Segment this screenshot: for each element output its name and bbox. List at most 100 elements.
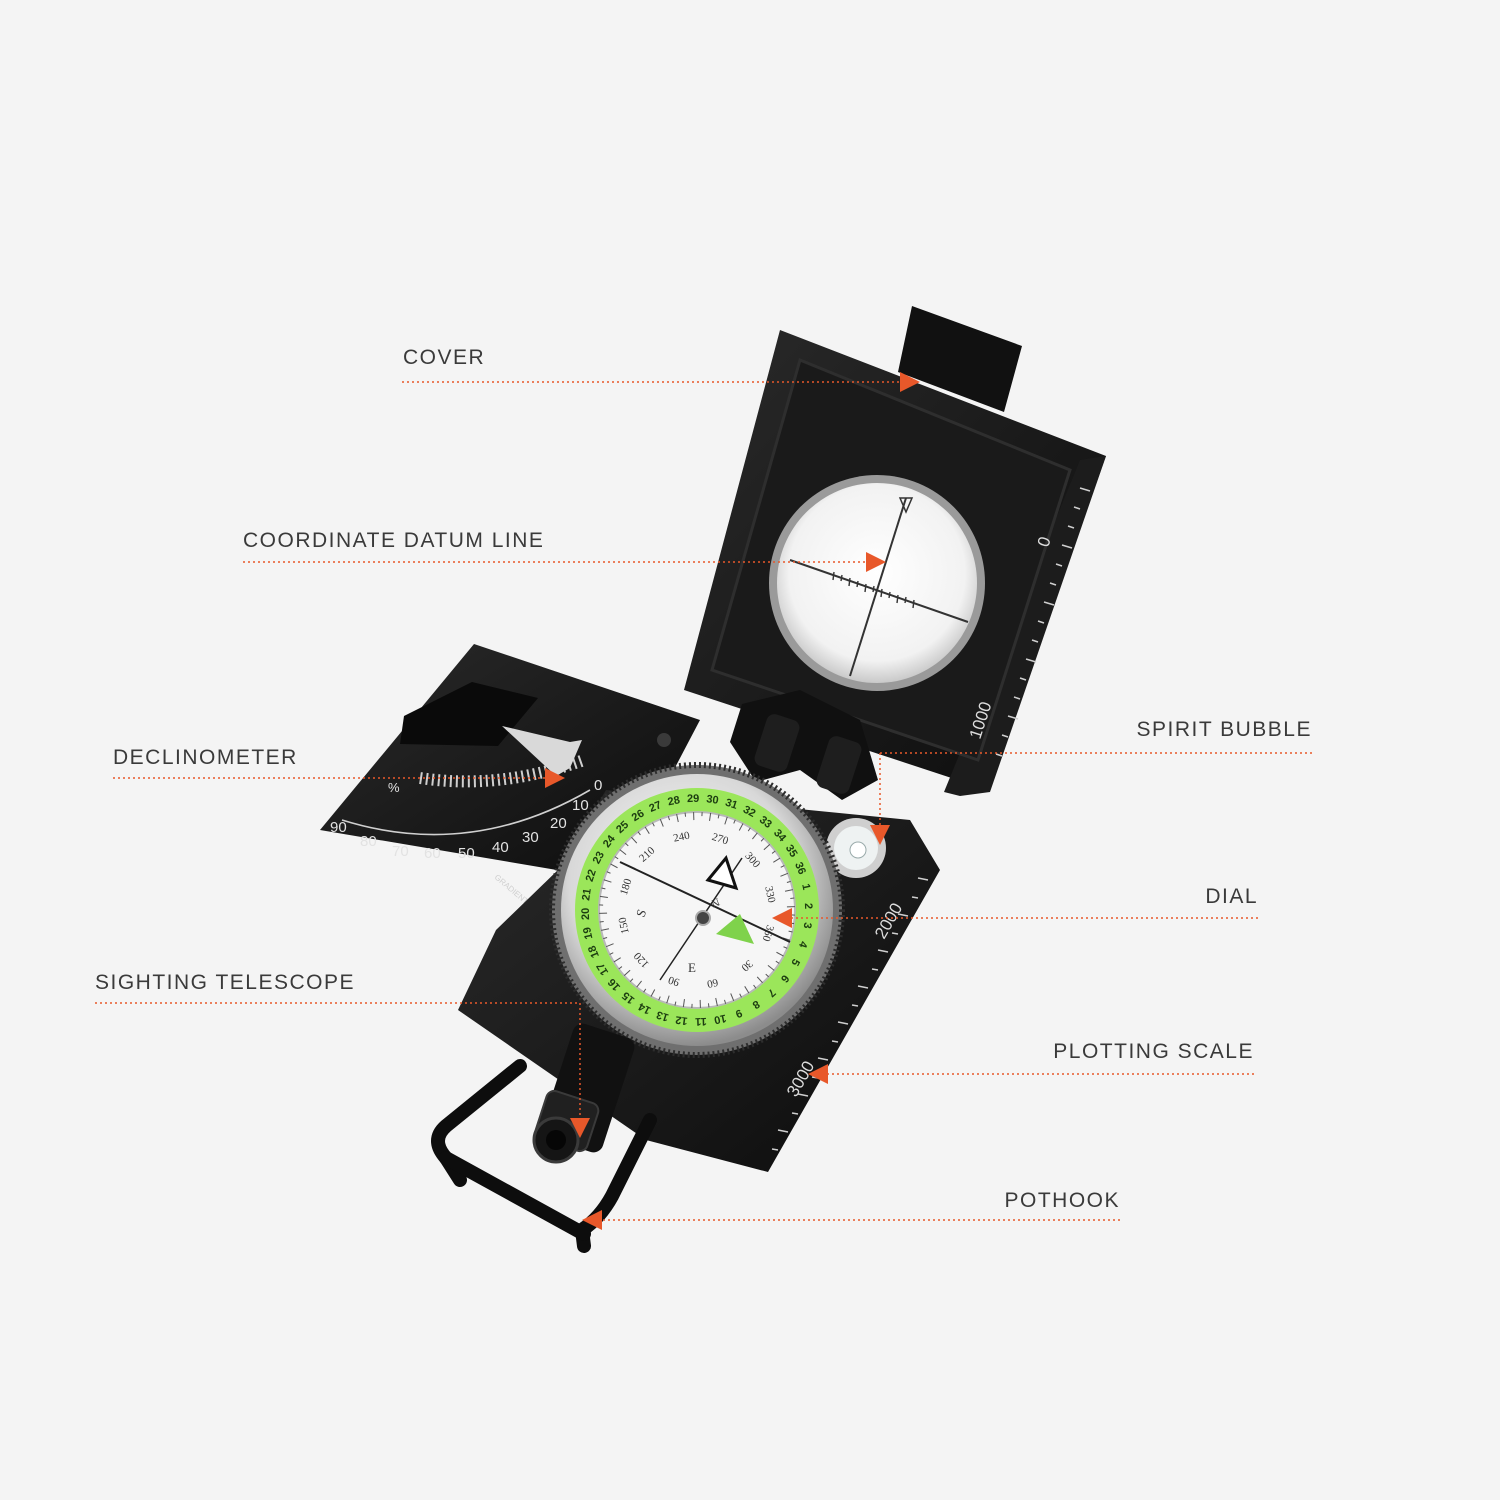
label-spirit-bubble: SPIRIT BUBBLE: [1136, 718, 1312, 741]
clinometer-tick-50: 50: [458, 845, 475, 862]
dial-tick: [715, 997, 718, 1006]
dial-outer-number: 9: [734, 1006, 744, 1019]
dial-outer-number: 13: [655, 1008, 670, 1023]
dial-tick: [783, 946, 788, 949]
compass-cover: 0 1000: [684, 306, 1106, 796]
callout-arrow-datum: [866, 552, 886, 572]
callout-arrows: [545, 372, 920, 1230]
dial-outer-number: 30: [706, 793, 720, 807]
cover-hinge: [730, 690, 878, 800]
dial-tick: [609, 952, 614, 955]
clinometer-tick-60: 60: [424, 845, 441, 862]
dial-tick: [624, 842, 629, 847]
callouts: [95, 381, 1312, 1221]
dial-tick: [666, 995, 670, 1004]
label-cover: COVER: [403, 346, 486, 369]
clinometer-percent: %: [388, 780, 400, 795]
dial-tick: [601, 928, 610, 931]
datum-crosshair-ticks: [832, 571, 915, 609]
label-pothook: POTHOOK: [1004, 1189, 1120, 1212]
dial-tick: [601, 887, 606, 890]
dial-tick: [763, 844, 771, 851]
dial-tick: [753, 984, 757, 989]
dial-tick: [709, 812, 712, 821]
clinometer-tick-90: 90: [330, 819, 347, 836]
dial-outer-number: 5: [788, 957, 801, 968]
callout-arrow-spirit: [870, 825, 890, 845]
declinometer-arc-outer: [341, 789, 591, 836]
clinometer-tick-40: 40: [492, 839, 509, 856]
dial-outer-number: 22: [584, 868, 599, 883]
dial-tick: [767, 965, 775, 971]
dial-tick: [636, 980, 642, 988]
dial-tick: [650, 989, 656, 997]
clinometer-tick-10: 10: [572, 797, 589, 814]
dial-tick: [780, 872, 789, 877]
dial-outer-number: 32: [741, 804, 757, 820]
dial-tick: [605, 943, 614, 948]
dial-inner-number: 90: [666, 973, 681, 988]
declinometer-slider: [400, 682, 538, 746]
dial-inner-number: 240: [672, 829, 691, 844]
datum-crosshair-vertical: [849, 497, 907, 677]
dial-tick: [644, 826, 650, 834]
dial-tick: [599, 895, 608, 898]
dial-tick: [724, 999, 727, 1004]
dial-outer-number: 26: [630, 807, 647, 824]
label-dial: DIAL: [1205, 885, 1258, 908]
dial-tick: [659, 818, 664, 827]
label-coordinate-datum-line: COORDINATE DATUM LINE: [243, 529, 545, 552]
dial-outer-number: 8: [750, 998, 762, 1011]
declinometer-arc-inner: [419, 754, 587, 788]
dial-tick: [603, 937, 608, 940]
dial-outer-number: 10: [713, 1012, 727, 1026]
dial-tick: [724, 816, 728, 825]
dial-tick: [733, 819, 736, 824]
dial-outer-number: 2: [802, 903, 814, 910]
dial-inner-number: 270: [710, 831, 730, 848]
dial-outer-number: 19: [581, 926, 595, 940]
dial-inner-number: 360: [759, 923, 776, 943]
dial-inner-number: 150: [616, 916, 631, 935]
dial-tick: [780, 865, 785, 868]
dial-tick: [788, 930, 793, 933]
label-sighting-telescope: SIGHTING TELESCOPE: [95, 971, 355, 994]
dial-tick: [667, 816, 670, 821]
dial-tick: [606, 871, 611, 874]
dial-sighting-line: [619, 861, 791, 943]
declinometer-needle: [502, 726, 582, 776]
dial-face: [598, 811, 796, 1009]
dial-outer-number: 21: [580, 888, 594, 902]
dial-tick: [739, 993, 742, 998]
callout-arrow-dial: [772, 908, 792, 928]
dial-outer-number: 12: [675, 1013, 689, 1027]
callout-arrow-plotting: [808, 1064, 828, 1084]
dial-tick: [765, 973, 770, 978]
dial-tick: [717, 814, 720, 819]
dial-outer-number: 29: [687, 793, 700, 805]
dial-outer-number: 35: [783, 843, 800, 860]
label-declinometer: DECLINOMETER: [113, 746, 298, 769]
dial-tick: [603, 879, 612, 883]
datum-crosshair-marker: [898, 497, 914, 514]
dial-tick: [744, 986, 750, 994]
spirit-bubble: [826, 818, 886, 878]
clinometer-tick-20: 20: [550, 815, 567, 832]
dial-tick: [613, 957, 621, 963]
dial-tick: [760, 837, 765, 842]
dial-inner-number: 330: [762, 885, 777, 904]
dial-tick: [676, 814, 679, 823]
hinge-screw-icon: [657, 733, 671, 747]
dial-tick: [629, 978, 634, 983]
dial-tick: [643, 988, 647, 993]
dial-cardinal-s: S: [633, 907, 650, 919]
dial-green-triangle: [716, 914, 754, 944]
dial-pivot: [695, 910, 711, 926]
dial-tick: [771, 850, 776, 854]
clinometer-tick-70: 70: [392, 843, 409, 860]
dial-cardinal-n: N: [709, 895, 721, 909]
sighting-telescope: [532, 1023, 635, 1164]
dial-tick: [773, 857, 781, 863]
